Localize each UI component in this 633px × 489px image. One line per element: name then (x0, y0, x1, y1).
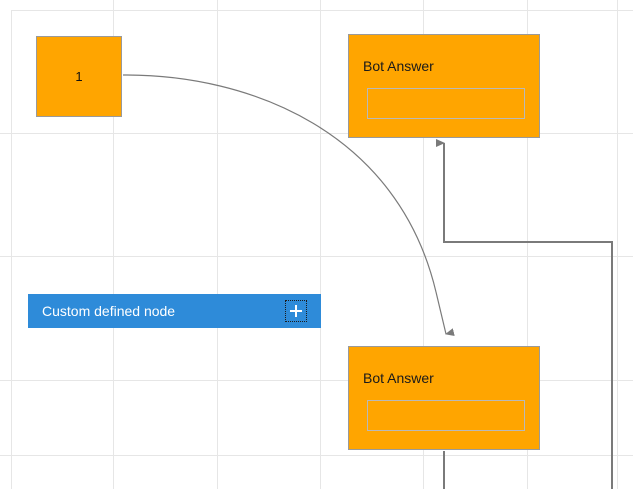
plus-icon[interactable] (285, 300, 307, 322)
node-bot-answer-top-slot[interactable] (367, 88, 525, 119)
node-bot-answer-top-title: Bot Answer (363, 58, 434, 74)
node-start[interactable]: 1 (36, 36, 122, 117)
palette-custom-defined-node-label: Custom defined node (42, 303, 176, 319)
node-bot-answer-bottom-slot[interactable] (367, 400, 525, 431)
node-bot-answer-bottom[interactable]: Bot Answer (348, 346, 540, 450)
node-bot-answer-top[interactable]: Bot Answer (348, 34, 540, 138)
node-start-label: 1 (75, 69, 83, 84)
palette-custom-defined-node[interactable]: Custom defined node (28, 294, 321, 328)
connector-node1-arrowhead (435, 291, 455, 337)
node-bot-answer-bottom-title: Bot Answer (363, 370, 434, 386)
